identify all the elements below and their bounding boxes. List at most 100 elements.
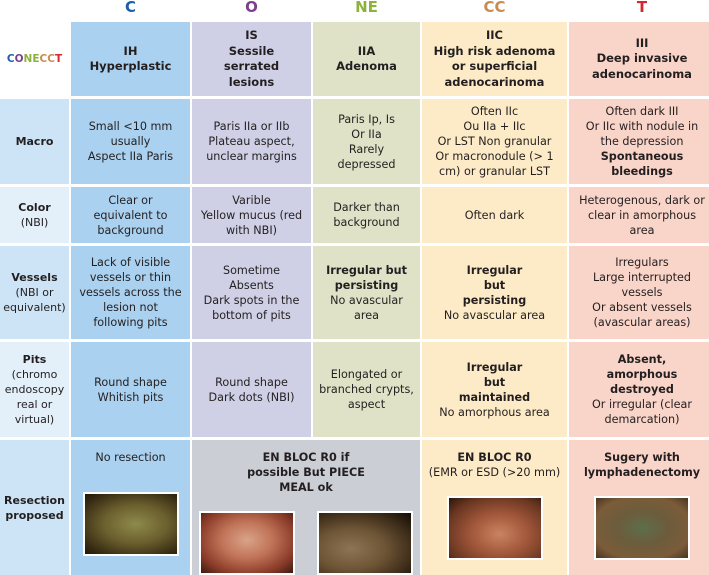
cell-line: vessels — [621, 286, 663, 299]
cell-line-bold: EN BLOC R0 — [457, 451, 532, 464]
header-name: Hyperplastic — [89, 59, 172, 73]
cell-line: vessels or thin — [89, 271, 172, 284]
cell-vessels-iia: Irregular but persisting No avascular ar… — [313, 246, 420, 339]
endoscopy-image-adenoma — [317, 511, 413, 575]
cell-color-iia: Darker than background — [313, 187, 420, 243]
logo-part-c: C — [6, 52, 15, 65]
cell-line: No avascular area — [330, 293, 403, 322]
cell-color-is: Varible Yellow mucus (red with NBI) — [192, 187, 311, 243]
cell-line: background — [333, 216, 400, 229]
cell-line: Or IIa — [351, 127, 382, 141]
letter-ne-text: NE — [355, 0, 378, 16]
cell-line: Lack of visible — [90, 256, 171, 269]
cell-line: Or IIc with nodule in — [585, 120, 699, 133]
header-iic: IIC High risk adenoma or superficial ade… — [422, 22, 567, 96]
cell-resection-iii: Sugery with lymphadenectomy — [569, 440, 709, 575]
cell-line: Small <10 mm — [88, 120, 173, 133]
cell-line: demarcation) — [604, 413, 680, 426]
cell-line: Paris IIa or IIb — [213, 120, 290, 133]
cell-pits-iii: Absent, amorphous destroyed Or irregular… — [569, 342, 709, 437]
cell-line: Varible — [232, 193, 271, 207]
cell-pits-ih: Round shape Whitish pits — [71, 342, 190, 437]
cell-pits-is: Round shape Dark dots (NBI) — [192, 342, 311, 437]
cell-line: depressed — [337, 157, 396, 171]
letter-o: O — [192, 0, 311, 19]
cell-line: Yellow mucus (red — [200, 208, 303, 222]
cell-line: Or irregular (clear — [592, 398, 692, 411]
cell-macro-ih: Small <10 mm usually Aspect IIa Paris — [71, 99, 190, 184]
cell-macro-iic: Often IIc Ou IIa + IIc Or LST Non granul… — [422, 99, 567, 184]
cell-resection-is-iia: EN BLOC R0 if possible But PIECE MEAL ok — [192, 440, 420, 575]
cell-line: Large interrupted — [592, 271, 692, 284]
cell-line: Or LST Non granular — [437, 135, 552, 148]
cell-macro-iia: Paris Ip, Is Or IIa Rarely depressed — [313, 99, 420, 184]
cell-line: Plateau aspect, — [208, 135, 295, 148]
cell-line: following pits — [93, 316, 168, 329]
letter-c-text: C — [124, 0, 136, 16]
cell-line: Clear or — [108, 193, 153, 207]
row-label-vessels: Vessels (NBI or equivalent) — [0, 246, 69, 339]
header-name: High risk adenoma or superficial adenoca… — [433, 43, 556, 89]
cell-line: No amorphous area — [439, 405, 550, 419]
cell-vessels-iii: Irregulars Large interrupted vessels Or … — [569, 246, 709, 339]
corner-empty — [0, 0, 69, 19]
row-label-text: Macro — [15, 135, 54, 148]
header-ih: IH Hyperplastic — [71, 22, 190, 96]
header-code: IH — [123, 43, 138, 58]
cell-line: Or macronodule (> 1 — [435, 150, 554, 163]
cell-line: Round shape — [94, 375, 167, 389]
cell-macro-iii: Often dark III Or IIc with nodule in the… — [569, 99, 709, 184]
cell-line: Or absent vessels — [592, 301, 692, 314]
cell-line-bold: Sugery with lymphadenectomy — [583, 451, 701, 479]
row-label-color: Color (NBI) — [0, 187, 69, 243]
cell-line: Absents — [229, 278, 274, 292]
cell-line: bottom of pits — [212, 308, 291, 322]
endoscopy-image-group — [199, 495, 413, 575]
cell-line-bold: Irregular but maintained — [458, 360, 531, 404]
row-label-resection: Resection proposed — [0, 440, 69, 575]
cell-line: (avascular areas) — [593, 316, 691, 329]
header-is: IS Sessile serrated lesions — [192, 22, 311, 96]
cell-color-iic: Often dark — [422, 187, 567, 243]
letter-cc-text: CC — [483, 0, 506, 16]
logo-part-t: T — [54, 52, 63, 65]
letter-t: T — [569, 0, 709, 19]
cell-line: area — [629, 223, 655, 237]
cell-resection-iic: EN BLOC R0 (EMR or ESD (>20 mm) — [422, 440, 567, 575]
cell-line: Often dark — [464, 208, 525, 222]
cell-line: Aspect IIa Paris — [87, 150, 174, 163]
logo-part-ne: NE — [23, 52, 40, 65]
letter-o-text: O — [245, 0, 258, 16]
cell-macro-is: Paris IIa or IIb Plateau aspect, unclear… — [192, 99, 311, 184]
cell-color-iii: Heterogenous, dark or clear in amorphous… — [569, 187, 709, 243]
logo-part-cc: CC — [39, 52, 55, 65]
row-label-text: Color — [18, 201, 51, 214]
row-label-pits: Pits (chromo endoscopy real or virtual) — [0, 342, 69, 437]
cell-line-bold: EN BLOC R0 if possible But PIECE MEAL ok — [247, 451, 365, 494]
cell-line: Darker than — [333, 201, 400, 214]
row-label-text: Vessels — [11, 271, 58, 284]
cell-line: Paris Ip, Is — [338, 112, 395, 126]
letter-c: C — [71, 0, 190, 19]
cell-vessels-is: Sometime Absents Dark spots in the botto… — [192, 246, 311, 339]
header-name: Deep invasive adenocarinoma — [592, 51, 692, 81]
letter-cc: CC — [422, 0, 567, 19]
row-sublabel-text: (NBI or equivalent) — [3, 286, 66, 314]
cell-line-bold: Spontaneous bleedings — [600, 150, 684, 178]
endoscopy-image-deep-invasive — [594, 496, 690, 560]
row-sublabel-text: (chromo endoscopy real or virtual) — [4, 368, 65, 426]
cell-line: Irregulars — [615, 256, 669, 269]
cell-line: cm) or granular LST — [439, 165, 550, 178]
cell-line: Rarely — [348, 142, 385, 156]
cell-line: Whitish pits — [97, 390, 164, 404]
row-sublabel-text: (NBI) — [20, 216, 49, 229]
cell-line: No avascular area — [443, 308, 546, 322]
header-code: IIA — [357, 43, 376, 58]
cell-line: clear in amorphous — [587, 208, 697, 222]
cell-pits-iia: Elongated or branched crypts, aspect — [313, 342, 420, 437]
cell-line: Dark dots (NBI) — [208, 390, 295, 404]
endoscopy-image-hyperplastic — [82, 492, 179, 556]
cell-line: Ou IIa + IIc — [463, 120, 526, 133]
